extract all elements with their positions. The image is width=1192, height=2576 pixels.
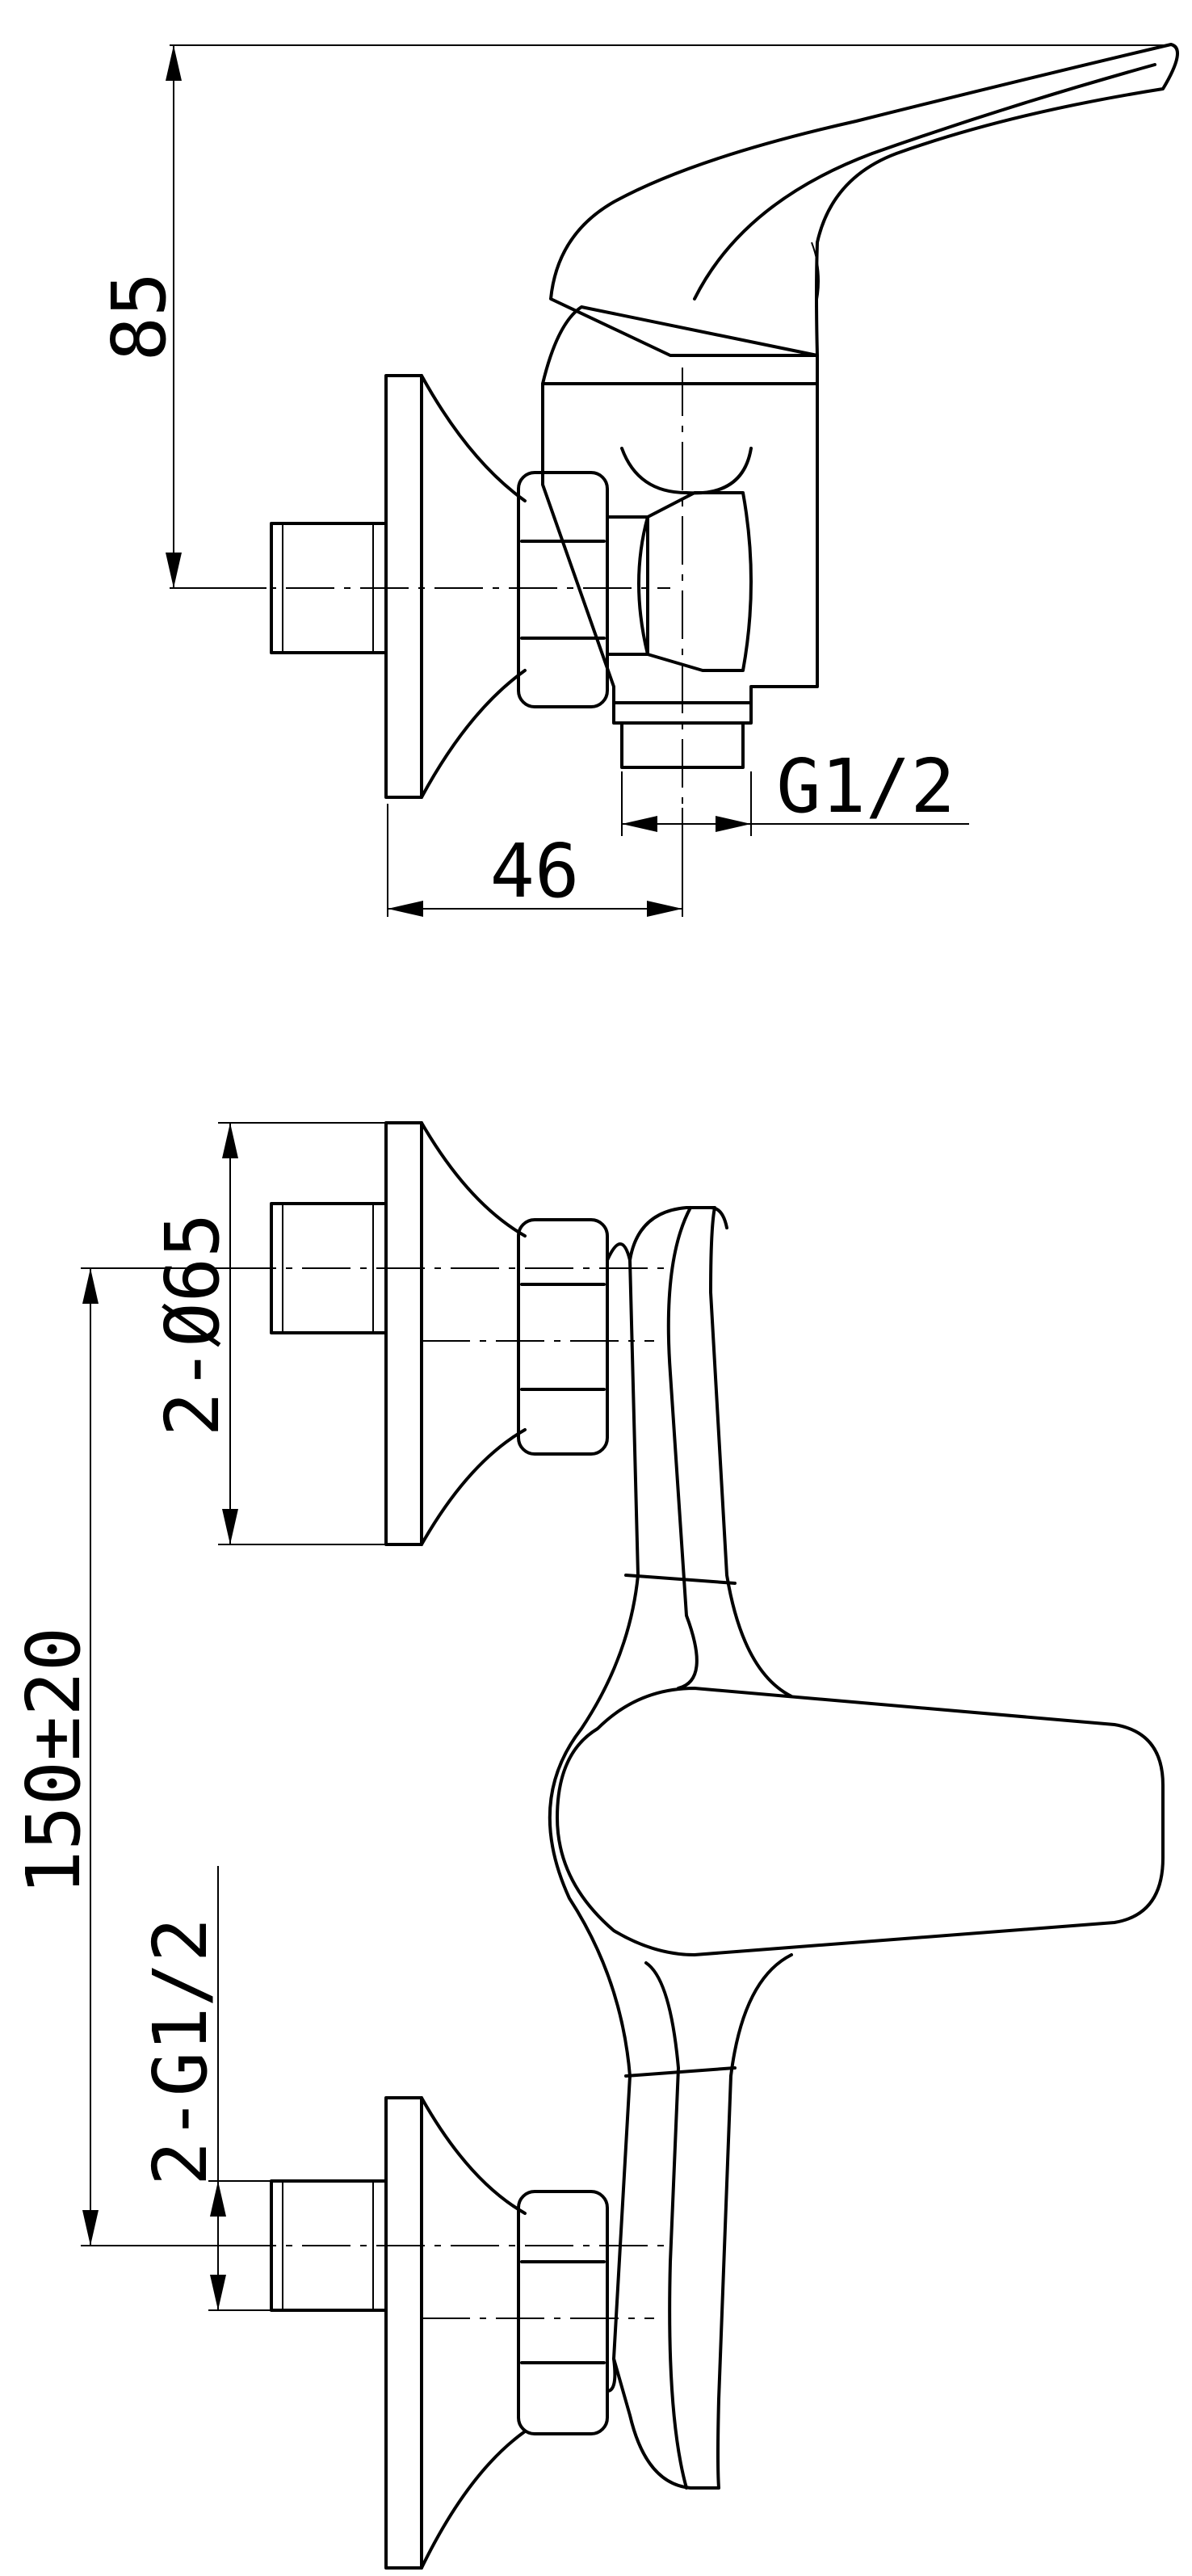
side-lever-contour: [693, 63, 1156, 300]
side-valve-body: [541, 382, 819, 704]
side-wall-flange: [384, 374, 423, 799]
front-lower-flange: [384, 2096, 423, 2570]
front-body-right-upper: [628, 1206, 793, 1698]
front-body-left: [548, 1242, 640, 2393]
side-body-detail: [620, 447, 753, 495]
dim-depth-label: 46: [490, 828, 580, 914]
front-upper-flange: [384, 1121, 423, 1546]
front-lever-handle: [556, 1687, 1165, 1956]
front-body-right-lower: [612, 1953, 793, 2490]
front-upper-nut: [517, 1218, 609, 1456]
front-body-joint-upper: [624, 1574, 737, 1585]
side-view: 85 46 G1/2: [96, 43, 1179, 917]
side-flange-taper-top: [420, 374, 527, 502]
front-view: 2-Ø65 150±20 2-G1/2: [10, 1121, 1165, 2570]
dim-flange-label: 2-Ø65: [149, 1213, 236, 1437]
front-lower-nut: [517, 2190, 609, 2435]
dim-spacing-label: 150±20: [10, 1627, 97, 1895]
front-body-joint-lower: [624, 2066, 737, 2078]
side-cartridge: [637, 491, 753, 672]
side-hex-nut: [517, 471, 609, 708]
dim-height-label: 85: [96, 272, 183, 362]
dim-inlets-label: 2-G1/2: [137, 1918, 224, 2186]
side-body-dome: [541, 305, 819, 385]
side-connector: [606, 515, 649, 656]
side-lever-handle: [549, 43, 1179, 357]
side-flange-taper-bottom: [420, 669, 527, 799]
dim-thread-label: G1/2: [776, 743, 955, 830]
